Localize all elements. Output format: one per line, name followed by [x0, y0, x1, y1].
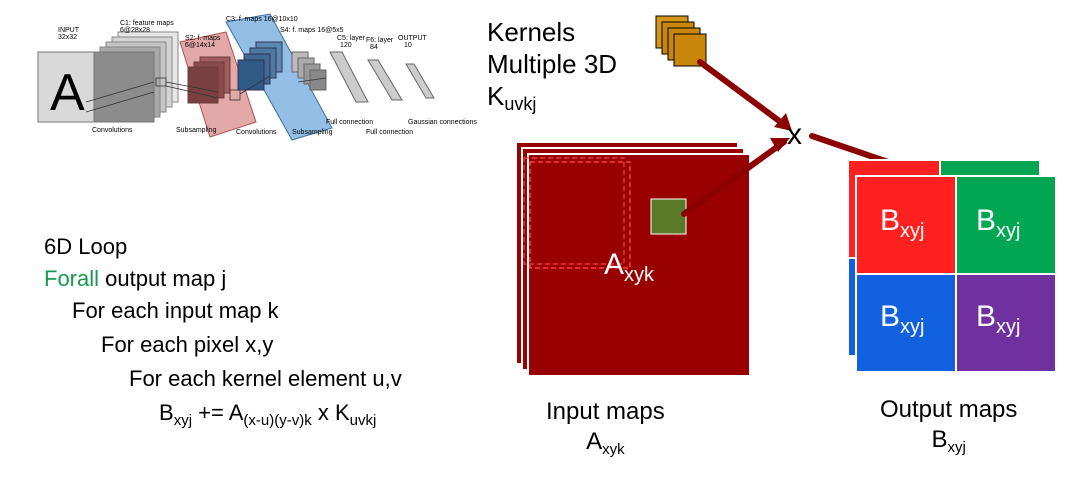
output-tile-blue	[855, 273, 957, 373]
lenet-op-subsampling-1: Subsampling	[176, 127, 217, 134]
input-patch	[650, 198, 687, 235]
lenet-op-full-1: Full connection	[326, 119, 373, 126]
lenet-op-gaussian: Gaussian connections	[408, 119, 477, 126]
lenet-connections	[85, 75, 327, 113]
loop-keyword-forall: Forall	[44, 266, 100, 291]
lenet-c3-highlight	[225, 13, 333, 141]
lenet-op-convolutions-2: Convolutions	[236, 129, 277, 136]
lenet-f6-title: F6: layer	[366, 37, 394, 44]
arrows	[681, 59, 891, 217]
loop-line-6: Bxyj += A(x-u)(y-v)k x Kuvkj	[159, 400, 377, 429]
lenet-c5-size: 120	[340, 42, 352, 49]
lenet-f6-size: 84	[370, 44, 378, 51]
lenet-s2-stack	[187, 56, 231, 104]
lenet-f6-layer	[367, 59, 403, 101]
lenet-c3-title: C3: f. maps 16@10x10	[226, 16, 298, 23]
arrow-patch-to-x	[681, 139, 787, 217]
lenet-c5-title: C5: layer	[337, 35, 366, 42]
lenet-input-title: INPUT	[58, 27, 80, 34]
output-tile-blue-label: Bxyj	[880, 300, 925, 338]
loop-line-3: For each input map k	[72, 298, 279, 323]
lenet-output-layer	[405, 63, 435, 99]
arrowhead-kernel	[774, 113, 792, 131]
lenet-op-subsampling-2: Subsampling	[292, 129, 333, 136]
lenet-input-plane	[37, 51, 99, 123]
input-inner-label: Axyk	[604, 248, 655, 286]
arrow-kernel-to-x	[697, 59, 789, 129]
input-maps-label: Input maps Axyk	[546, 398, 665, 458]
input-receptive-window	[529, 161, 631, 269]
output-tile-red-label: Bxyj	[880, 204, 925, 242]
lenet-s2-size: 6@14x14	[185, 42, 215, 49]
lenet-s4-stack	[291, 51, 327, 91]
loop-line-4: For each pixel x,y	[101, 332, 274, 357]
lenet-diagram: A INPUT 32x32 C1: feature maps 6@28x28 S…	[37, 13, 477, 141]
output-tile-green	[955, 175, 1057, 275]
lenet-s2-title: S2: f. maps	[185, 35, 221, 42]
lenet-c1-title: C1: feature maps	[120, 20, 174, 27]
lenet-output-size: 10	[404, 42, 412, 49]
lenet-op-full-2: Full connection	[366, 129, 413, 136]
lenet-c5-layer	[329, 51, 369, 103]
loop-line-1: 6D Loop	[44, 234, 128, 259]
kernels-symbol: Kuvkj	[487, 81, 537, 114]
lenet-input-glyph: A	[50, 64, 85, 122]
kernel-cubes	[655, 15, 707, 67]
lenet-op-convolutions-1: Convolutions	[92, 127, 133, 134]
output-tile-red	[855, 175, 957, 275]
arrow-x-to-output	[809, 133, 891, 165]
lenet-c1-size: 6@28x28	[120, 27, 150, 34]
arrowhead-patch	[770, 138, 790, 152]
output-tile-purple	[955, 273, 1057, 373]
loop-line-5: For each kernel element u,v	[129, 366, 402, 391]
kernels-title: Kernels Multiple 3D Kuvkj	[487, 16, 617, 120]
kernels-line-1: Kernels	[487, 17, 576, 47]
output-tile-purple-label: Bxyj	[976, 300, 1021, 338]
lenet-s4-title: S4: f. maps 16@5x5	[280, 27, 344, 34]
output-tile-green-label: Bxyj	[976, 204, 1021, 242]
multiply-symbol: x	[787, 118, 802, 151]
lenet-input-size: 32x32	[58, 34, 77, 41]
lenet-output-title: OUTPUT	[398, 35, 428, 42]
loop-line-2: Forall output map j	[44, 266, 227, 291]
output-maps-label: Output maps Bxyj	[880, 396, 1018, 456]
kernels-line-2: Multiple 3D	[487, 49, 618, 79]
